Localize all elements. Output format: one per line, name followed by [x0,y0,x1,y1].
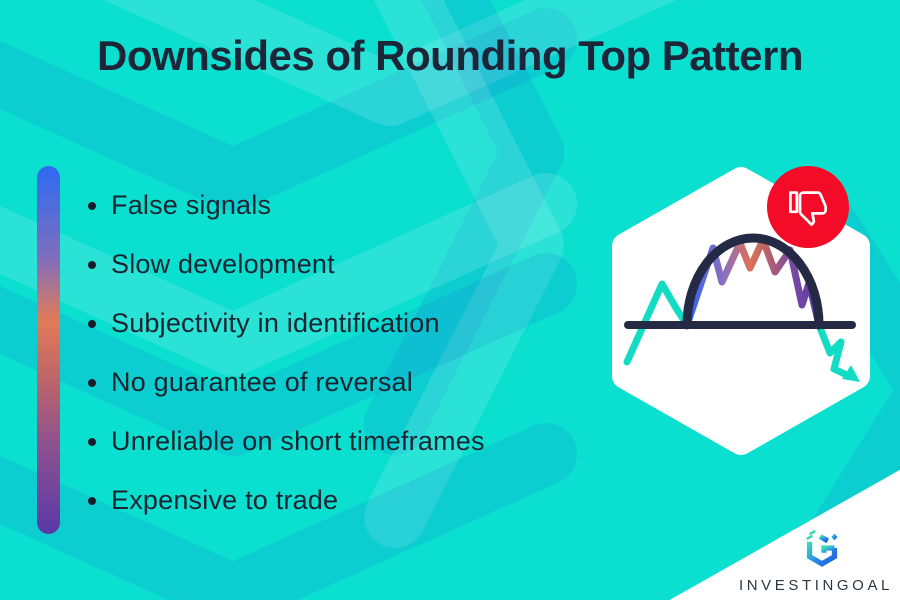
chevron-shape [364,0,564,548]
list-item: Expensive to trade [88,471,485,530]
chevron-shape [364,0,564,455]
brand-name: INVESTINGOAL [738,577,893,594]
list-item: Slow development [88,235,485,294]
dome-arc [682,233,824,330]
gradient-accent-bar [37,166,60,534]
bullet-dot [88,201,96,210]
bullet-dot [88,437,96,446]
list-item: Unreliable on short timeframes [88,412,485,471]
rounding-top-illustration [612,166,870,455]
chevron-shape [103,0,677,126]
list-item-label: Expensive to trade [111,485,339,515]
downsides-list: False signals Slow development Subjectiv… [88,176,485,530]
list-item-label: Subjectivity in identification [111,308,440,338]
list-item: Subjectivity in identification [88,294,485,353]
thumbs-down-badge [767,166,849,248]
list-item: False signals [88,176,485,235]
list-item-label: Unreliable on short timeframes [111,426,485,456]
list-item-label: False signals [111,190,272,220]
logo-sparkle [806,535,813,540]
list-item-label: Slow development [111,249,335,279]
logo-sparkle [809,530,816,535]
chevron-shape [0,8,577,211]
price-line-right [815,321,853,380]
thumbs-down-icon [789,191,827,226]
bullet-dot [88,496,96,505]
investingoal-logo-icon [806,530,838,567]
down-arrow-icon [842,365,860,382]
chevron-shape [0,253,577,456]
list-item-label: No guarantee of reversal [111,367,413,397]
bullet-dot [88,378,96,387]
logo-top-segment [818,534,830,544]
bullet-dot [88,319,96,328]
chevron-shape [0,173,577,376]
page-title: Downsides of Rounding Top Pattern [96,32,804,79]
chevron-shape [0,423,577,600]
bullet-dot [88,260,96,269]
list-item: No guarantee of reversal [88,353,485,412]
logo-diamond [831,533,838,541]
